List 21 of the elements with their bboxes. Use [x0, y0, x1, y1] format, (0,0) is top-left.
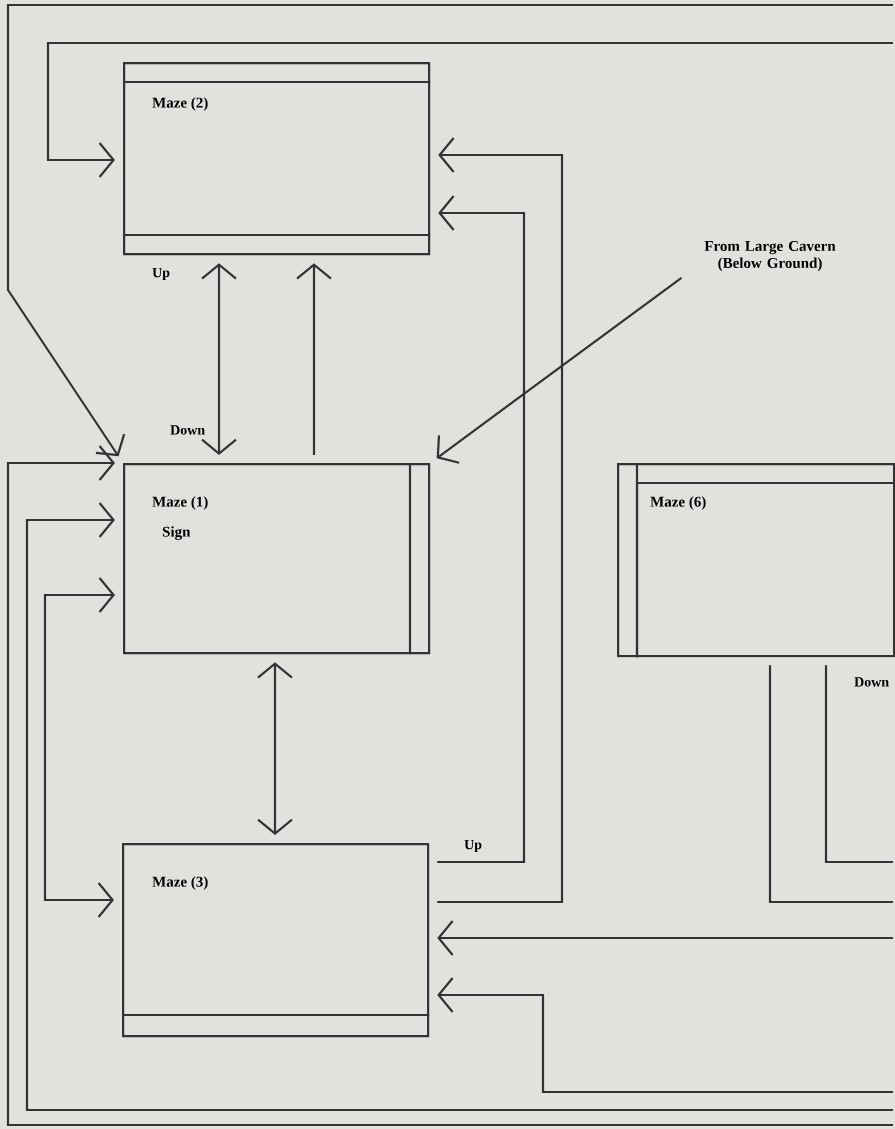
note-text: From Large Cavern (Below Ground) [704, 240, 836, 272]
edge-label: Up [464, 839, 482, 853]
room-label: Maze (3) [152, 876, 208, 890]
arrow [6, 3, 893, 457]
room-label: Maze (1) [152, 496, 208, 510]
arrow [437, 195, 526, 864]
edge-label: Down [854, 677, 889, 687]
arrow [46, 41, 893, 178]
arrow [436, 277, 683, 464]
direction-label: Up [152, 267, 170, 281]
arrow [296, 263, 332, 455]
arrow [43, 577, 115, 918]
direction-label: Down [170, 425, 205, 435]
arrow [437, 977, 893, 1094]
room-label: Maze (6) [650, 496, 706, 510]
arrow [437, 137, 564, 904]
arrow [201, 263, 237, 455]
arrow [257, 662, 293, 835]
arrow [437, 920, 893, 956]
room-label: Sign [162, 526, 191, 540]
room-label: Maze (2) [152, 97, 208, 111]
